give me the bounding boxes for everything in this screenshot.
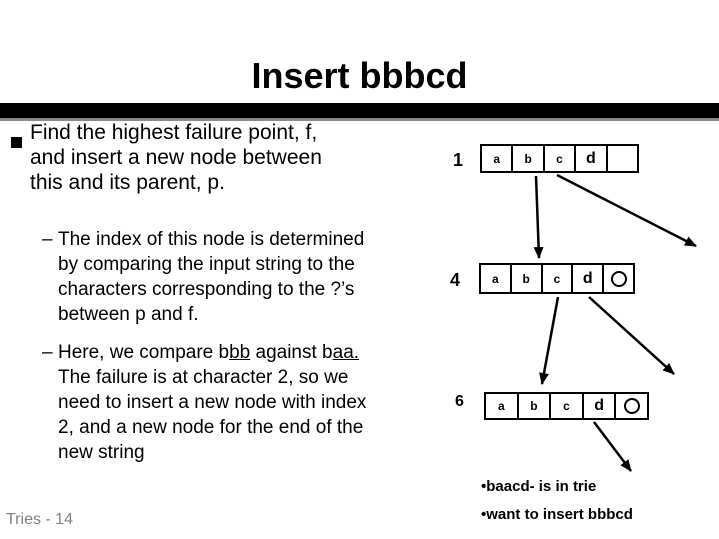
underlined-text: aa. (332, 342, 360, 363)
note-line: •want to insert bbbcd (481, 506, 633, 523)
cell-letter: c (563, 399, 570, 413)
bullet1-line: Find the highest failure point, f, (30, 121, 318, 144)
plain-text: against b (250, 342, 333, 363)
slide-title: Insert bbbcd (251, 55, 468, 96)
node-4-index-label: 4 (450, 270, 461, 290)
cell-letter: d (594, 397, 604, 414)
trie-cell: a (486, 394, 519, 418)
sub2-line-rich: Here, we compare bbb against baa. (58, 340, 359, 365)
trie-cell-terminal (604, 265, 633, 292)
note-line: •baacd- is in trie (481, 478, 597, 495)
cell-letter: b (530, 399, 538, 413)
arrow-node1-c-to-right (556, 173, 697, 248)
cell-letter: d (586, 149, 596, 167)
trie-node-4: a b c d (479, 263, 635, 294)
arrow-node6-d-to-right (593, 421, 632, 472)
trie-cell: d (573, 265, 605, 292)
plain-text: Here, we compare b (58, 342, 230, 363)
terminal-circle-icon (623, 398, 640, 414)
sub1-line: between p and f. (58, 304, 199, 325)
arrow-node4-d-to-right (588, 296, 675, 375)
trie-cell: b (512, 265, 543, 292)
dash-bullet-icon: – (42, 342, 53, 363)
arrow-node1-b-to-node4 (533, 175, 544, 259)
bullet1-line: this and its parent, p. (30, 171, 225, 194)
title-divider-bar (0, 103, 719, 121)
cell-letter: a (497, 399, 505, 413)
sub1-line: by comparing the input string to the (58, 254, 355, 275)
trie-node-6: a b c d (484, 392, 649, 420)
terminal-circle-icon (610, 270, 627, 287)
trie-cell: d (584, 394, 617, 418)
underlined-text: bb (229, 342, 251, 363)
sub2-line: new string (58, 442, 145, 463)
trie-cell: a (481, 265, 512, 292)
trie-cell: c (551, 394, 584, 418)
cell-letter: d (582, 269, 593, 287)
sub2-line: The failure is at character 2, so we (58, 367, 349, 388)
sub1-line: The index of this node is determined (58, 229, 365, 250)
trie-cell: b (513, 146, 545, 171)
trie-cell: a (482, 146, 514, 171)
node-1-index-label: 1 (453, 150, 464, 170)
bullet-square-icon (11, 137, 22, 148)
cell-letter: c (556, 151, 563, 166)
trie-cell-terminal (616, 394, 647, 418)
trie-cell: c (545, 146, 577, 171)
sub2-line: 2, and a new node for the end of the (58, 417, 364, 438)
sub2-line: need to insert a new node with index (58, 392, 367, 413)
trie-cell: b (519, 394, 552, 418)
node-6-index-label: 6 (455, 393, 464, 410)
cell-letter: a (492, 271, 499, 286)
trie-cell-empty (608, 146, 637, 171)
cell-letter: b (524, 151, 532, 166)
slide-footer-page-label: Tries - 14 (6, 511, 73, 528)
cell-letter: a (493, 151, 501, 166)
cell-letter: b (522, 271, 530, 286)
sub1-line: characters corresponding to the ?’s (58, 279, 355, 300)
trie-cell: c (543, 265, 574, 292)
bullet1-line: and insert a new node between (30, 146, 322, 169)
cell-letter: c (553, 271, 561, 286)
dash-bullet-icon: – (42, 229, 53, 250)
trie-cell: d (576, 146, 608, 171)
arrow-node4-c-to-node6 (539, 296, 560, 385)
trie-node-1: a b c d (480, 144, 639, 173)
